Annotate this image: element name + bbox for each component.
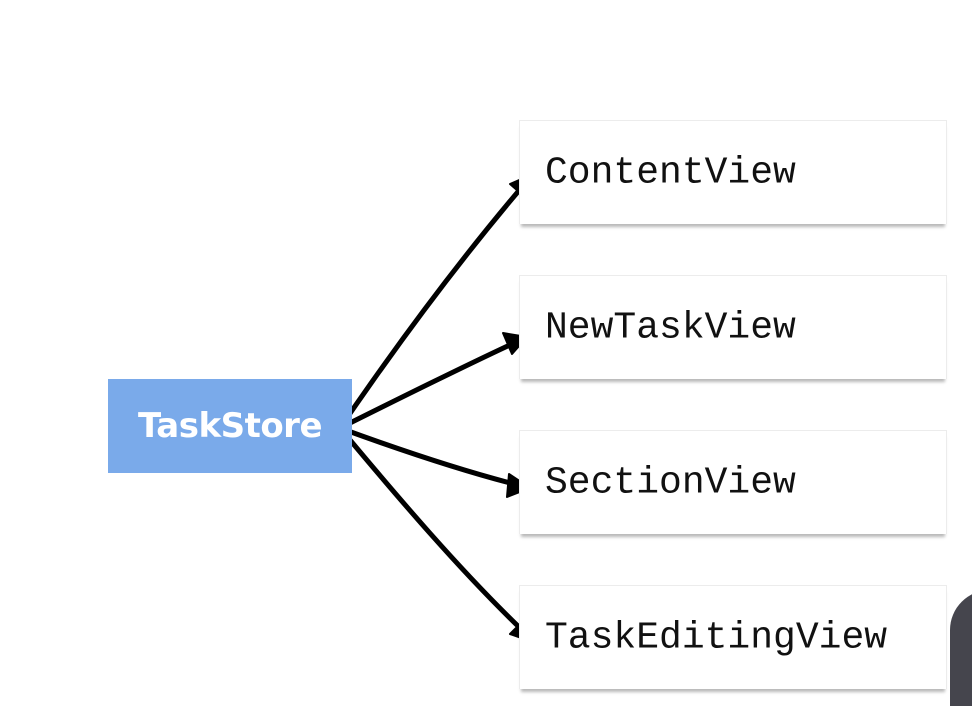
new-task-view-label: NewTaskView [545, 306, 796, 349]
taskstore-node: TaskStore [108, 379, 352, 473]
task-editing-view-label: TaskEditingView [545, 616, 888, 659]
new-task-view-node: NewTaskView [519, 275, 947, 379]
content-view-node: ContentView [519, 120, 947, 224]
arrow-to-new-task-view [337, 340, 517, 431]
section-view-node: SectionView [519, 430, 947, 534]
arrow-to-section-view [337, 425, 517, 487]
arrow-to-task-editing-view [337, 425, 523, 631]
content-view-label: ContentView [545, 151, 796, 194]
task-editing-view-node: TaskEditingView [519, 585, 947, 689]
section-view-label: SectionView [545, 461, 796, 504]
arrow-to-content-view [337, 184, 525, 431]
taskstore-label: TaskStore [137, 406, 323, 446]
corner-overlay-shape [950, 590, 972, 706]
